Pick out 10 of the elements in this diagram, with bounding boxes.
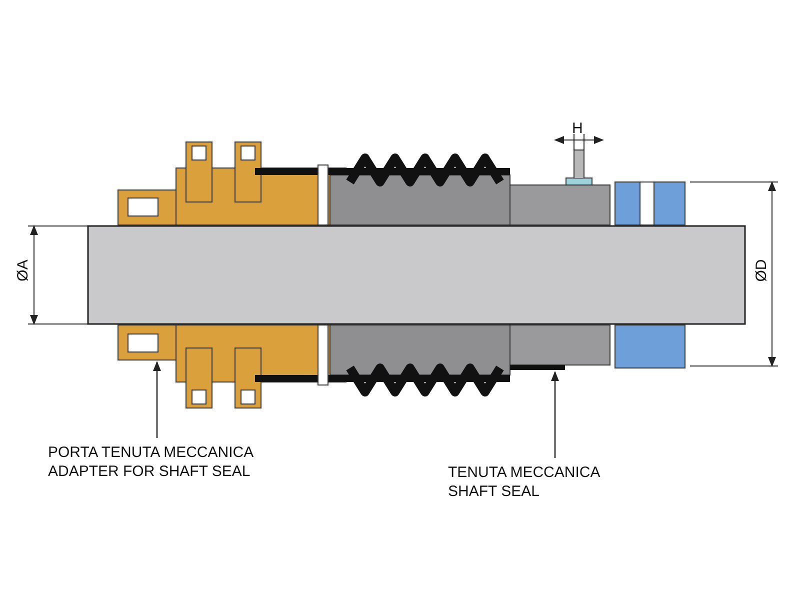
seal-part-drawing [255,154,610,396]
part-label: ADAPTER FOR SHAFT SEAL [48,462,252,481]
leader-line [551,371,559,458]
leader-line [153,361,161,438]
dimension-label: H [572,120,583,137]
dimension-label: ØD [752,259,770,282]
part-label: TENUTA MECCANICA [448,463,600,482]
dimension-label: ØA [14,260,32,282]
part-label: PORTA TENUTA MECCANICA [48,443,254,462]
part-label: SHAFT SEAL [448,482,540,501]
